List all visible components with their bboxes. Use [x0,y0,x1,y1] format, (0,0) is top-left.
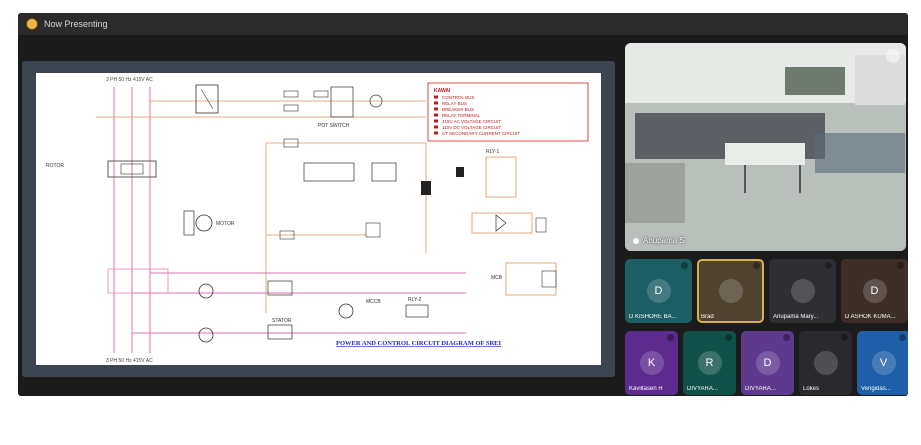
presenter-icon [26,18,38,30]
mccb-label: MCCB [366,299,381,305]
legend-item: CONTROL BUS [442,95,474,100]
mic-muted-icon [825,262,832,269]
participant-name: Anupama Mary... [773,314,819,320]
mic-muted-icon [899,334,906,341]
avatar: K [639,351,664,375]
participant-tile[interactable]: R DIVYARA... [683,331,736,395]
legend-swatch [434,107,438,111]
mic-muted-icon [681,262,688,269]
avatar: D [755,351,780,375]
mic-muted-icon [897,262,904,269]
rotor-label: ROTOR [46,163,64,169]
participant-name: Brad [701,314,714,320]
participant-tile[interactable]: V Vengidas... [857,331,908,395]
participant-name: Kaviltasen R [629,386,663,392]
legend-swatch [434,101,438,105]
title-bar: Now Presenting [18,13,908,35]
avatar [718,279,743,303]
participant-name: D ASHOK KUMA... [845,314,896,320]
participant-tile[interactable]: Anupama Mary... [769,259,836,323]
main-video-tile[interactable]: Anupama S [625,43,906,251]
legend-heading: KAWAI [434,88,451,94]
shared-slide: 3 PH 50 Hz 415V AC 3 PH 50 Hz 415V AC RO… [36,73,601,365]
mic-muted-icon [753,262,760,269]
legend-swatch [434,125,438,129]
participant-tile[interactable]: Lokes [799,331,852,395]
participant-tile[interactable]: K Kaviltasen R [625,331,678,395]
pot-switch-label: POT SWITCH [318,123,350,129]
mic-icon [633,237,639,244]
legend-swatch [434,95,438,99]
circuit-diagram: 3 PH 50 Hz 415V AC 3 PH 50 Hz 415V AC RO… [46,77,589,364]
diagram-title: POWER AND CONTROL CIRCUIT DIAGRAM OF SRE… [336,340,502,347]
supply-bottom-label: 3 PH 50 Hz 415V AC [106,358,153,364]
legend-swatch [434,131,438,135]
mic-muted-icon [667,334,674,341]
avatar: R [697,351,722,375]
legend-item: CT SECONDARY CURRENT CIRCUIT [442,131,520,136]
avatar: D [862,279,887,303]
main-video-label: Anupama S [643,236,685,245]
mic-muted-icon [725,334,732,341]
supply-top-label: 3 PH 50 Hz 415V AC [106,77,153,83]
stator-label: STATOR [272,318,292,324]
participant-name: DIVYARA... [687,386,718,392]
rly2-label: RLY-2 [408,297,422,303]
mic-muted-icon [783,334,790,341]
legend-item: RELAY TERMINAL [442,113,481,118]
avatar [813,351,838,375]
participant-name: Vengidas... [861,386,891,392]
classroom-video [625,43,906,251]
more-options-icon[interactable] [886,49,900,63]
participant-tile[interactable]: D D ASHOK KUMA... [841,259,908,323]
participant-name: Lokes [803,386,820,392]
mic-muted-icon [841,334,848,341]
avatar: D [646,279,671,303]
participant-tile[interactable]: D DIVYARA... [741,331,794,395]
legend-swatch [434,113,438,117]
legend-item: BREAKER BUS [442,107,474,112]
main-video-name: Anupama S [633,236,685,245]
participant-name: DIVYARA... [745,386,776,392]
motor-label: MOTOR [216,221,235,227]
avatar: V [871,351,896,375]
participant-tile[interactable]: Brad [697,259,764,323]
mcb-label: MCB [491,275,503,281]
participant-tile[interactable]: D D KISHORE BA... [625,259,692,323]
legend-item: RELAY BUS [442,101,467,106]
screen-share-pane: 3 PH 50 Hz 415V AC 3 PH 50 Hz 415V AC RO… [22,61,615,377]
legend-item: 110V DC VOLTAGE CIRCUIT [442,125,502,130]
meeting-window: Now Presenting 3 PH 50 Hz 415V AC 3 PH 5… [18,13,908,396]
legend-swatch [434,119,438,123]
rly1-label: RLY-1 [486,149,500,155]
legend-item: 415V AC VOLTAGE CIRCUIT [442,119,501,124]
window-title: Now Presenting [44,19,108,29]
participant-name: D KISHORE BA... [629,314,677,320]
avatar [790,279,815,303]
